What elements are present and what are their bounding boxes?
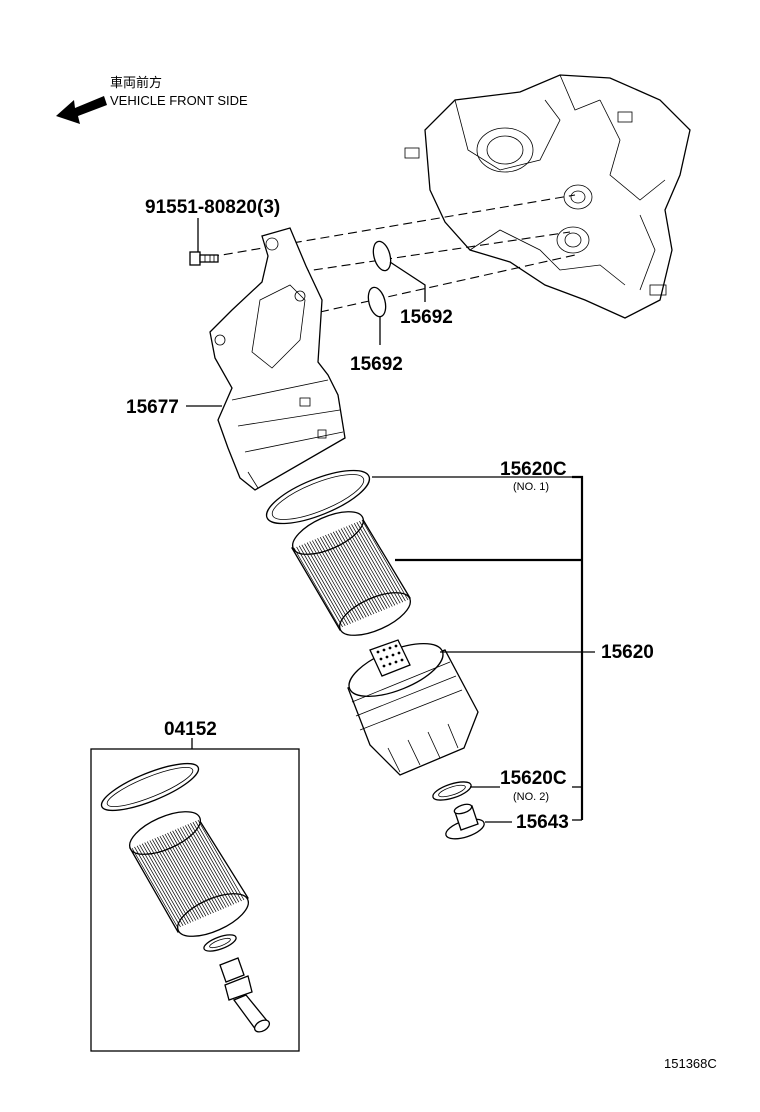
pleat-line xyxy=(197,819,245,901)
pleat-line xyxy=(325,534,372,616)
pleat-line xyxy=(167,832,214,914)
pleat-line xyxy=(177,828,225,909)
pleat-line xyxy=(322,536,370,617)
strainer-hole xyxy=(385,655,389,659)
label-drain-plug: 15643 xyxy=(516,812,569,833)
direction-label-jp: 車両前方 xyxy=(110,75,162,90)
pleat-line xyxy=(195,820,242,902)
strainer-hole xyxy=(394,644,398,648)
pleat-line xyxy=(306,542,354,623)
pleat-line xyxy=(154,838,202,919)
pleat-line xyxy=(332,531,380,612)
strainer-hole xyxy=(388,662,392,666)
pleat-line xyxy=(184,825,232,906)
pleat-line xyxy=(338,529,385,610)
pleat-line xyxy=(134,846,181,928)
pleat-line xyxy=(348,525,396,606)
pleat-line xyxy=(151,839,199,920)
pleat-line xyxy=(311,540,359,621)
direction-label-en: VEHICLE FRONT SIDE xyxy=(110,93,248,108)
pleat-line xyxy=(190,823,237,904)
pleat-line xyxy=(182,826,230,907)
cap-strainer-holes xyxy=(376,644,404,668)
strainer-hole xyxy=(400,658,404,662)
strainer-hole xyxy=(394,660,398,664)
pleat-line xyxy=(179,827,227,908)
pleat-line xyxy=(340,528,388,609)
direction-indicator: 車両前方 VEHICLE FRONT SIDE xyxy=(56,75,248,124)
strainer-hole xyxy=(379,657,383,661)
strainer-hole xyxy=(391,653,395,657)
pleat-line xyxy=(172,830,219,911)
pleat-line xyxy=(131,847,179,929)
pleat-line xyxy=(343,527,391,608)
pleat-line xyxy=(335,530,383,611)
figure-id: 151368C xyxy=(664,1056,717,1071)
strainer-hole xyxy=(376,650,380,654)
label-bracket: 15677 xyxy=(126,397,179,418)
pleat-line xyxy=(319,537,367,618)
pleat-line xyxy=(327,533,375,615)
filter-bracket xyxy=(186,227,346,491)
label-gasket-no1: 15620C xyxy=(500,459,567,480)
strainer-hole xyxy=(388,646,392,650)
filter-pleats xyxy=(293,519,409,629)
pleat-line xyxy=(169,831,217,912)
strainer-hole xyxy=(382,648,386,652)
pleat-line xyxy=(146,841,194,922)
pleat-line xyxy=(149,840,197,921)
arrow-left-icon xyxy=(56,96,107,124)
pleat-line xyxy=(314,539,362,620)
pleat-line xyxy=(361,519,409,601)
label-gasket-no2: 15620C xyxy=(500,768,567,789)
element-kit-box xyxy=(90,738,300,1052)
pleat-line xyxy=(192,822,240,903)
pleat-line xyxy=(296,546,343,628)
engine-block xyxy=(404,74,691,319)
pleat-line xyxy=(359,520,406,602)
pleat-line xyxy=(317,538,364,619)
pleat-line xyxy=(139,844,186,925)
strainer-hole xyxy=(397,651,401,655)
pleat-line xyxy=(293,547,341,629)
gasket-no1 xyxy=(265,469,371,525)
pleat-line xyxy=(159,836,207,917)
pleat-line xyxy=(345,526,393,607)
label-filter-assy: 15620 xyxy=(601,642,654,663)
kit-filter-pleats xyxy=(131,819,245,929)
pleat-line xyxy=(304,543,351,624)
pleat-line xyxy=(141,843,189,924)
pleat-line xyxy=(187,824,235,905)
pleat-line xyxy=(144,842,192,923)
gasket-no2 xyxy=(432,781,472,801)
pleat-line xyxy=(157,837,204,918)
filter-element xyxy=(291,511,411,636)
label-leaders xyxy=(372,475,595,823)
drain-plug xyxy=(445,803,485,840)
note-gasket-no2: (NO. 2) xyxy=(513,791,549,803)
pleat-line xyxy=(162,834,209,916)
pleat-line xyxy=(356,522,404,603)
bolt xyxy=(189,218,219,266)
pleat-line xyxy=(330,532,377,614)
pleat-line xyxy=(309,541,357,622)
pleat-line xyxy=(298,545,346,626)
note-gasket-no1: (NO. 1) xyxy=(513,481,549,493)
pleat-line xyxy=(164,833,212,915)
label-element-kit: 04152 xyxy=(164,719,217,740)
filter-cap xyxy=(347,639,479,776)
pleat-line xyxy=(351,524,398,605)
label-oring-lower: 15692 xyxy=(350,354,403,375)
pleat-line xyxy=(301,544,349,625)
strainer-hole xyxy=(382,664,386,668)
label-bolt: 91551-80820(3) xyxy=(145,197,280,218)
pleat-line xyxy=(353,523,401,604)
pleat-line xyxy=(136,845,184,926)
o-rings xyxy=(367,240,426,345)
label-oring-upper: 15692 xyxy=(400,307,453,328)
pleat-line xyxy=(174,829,222,910)
